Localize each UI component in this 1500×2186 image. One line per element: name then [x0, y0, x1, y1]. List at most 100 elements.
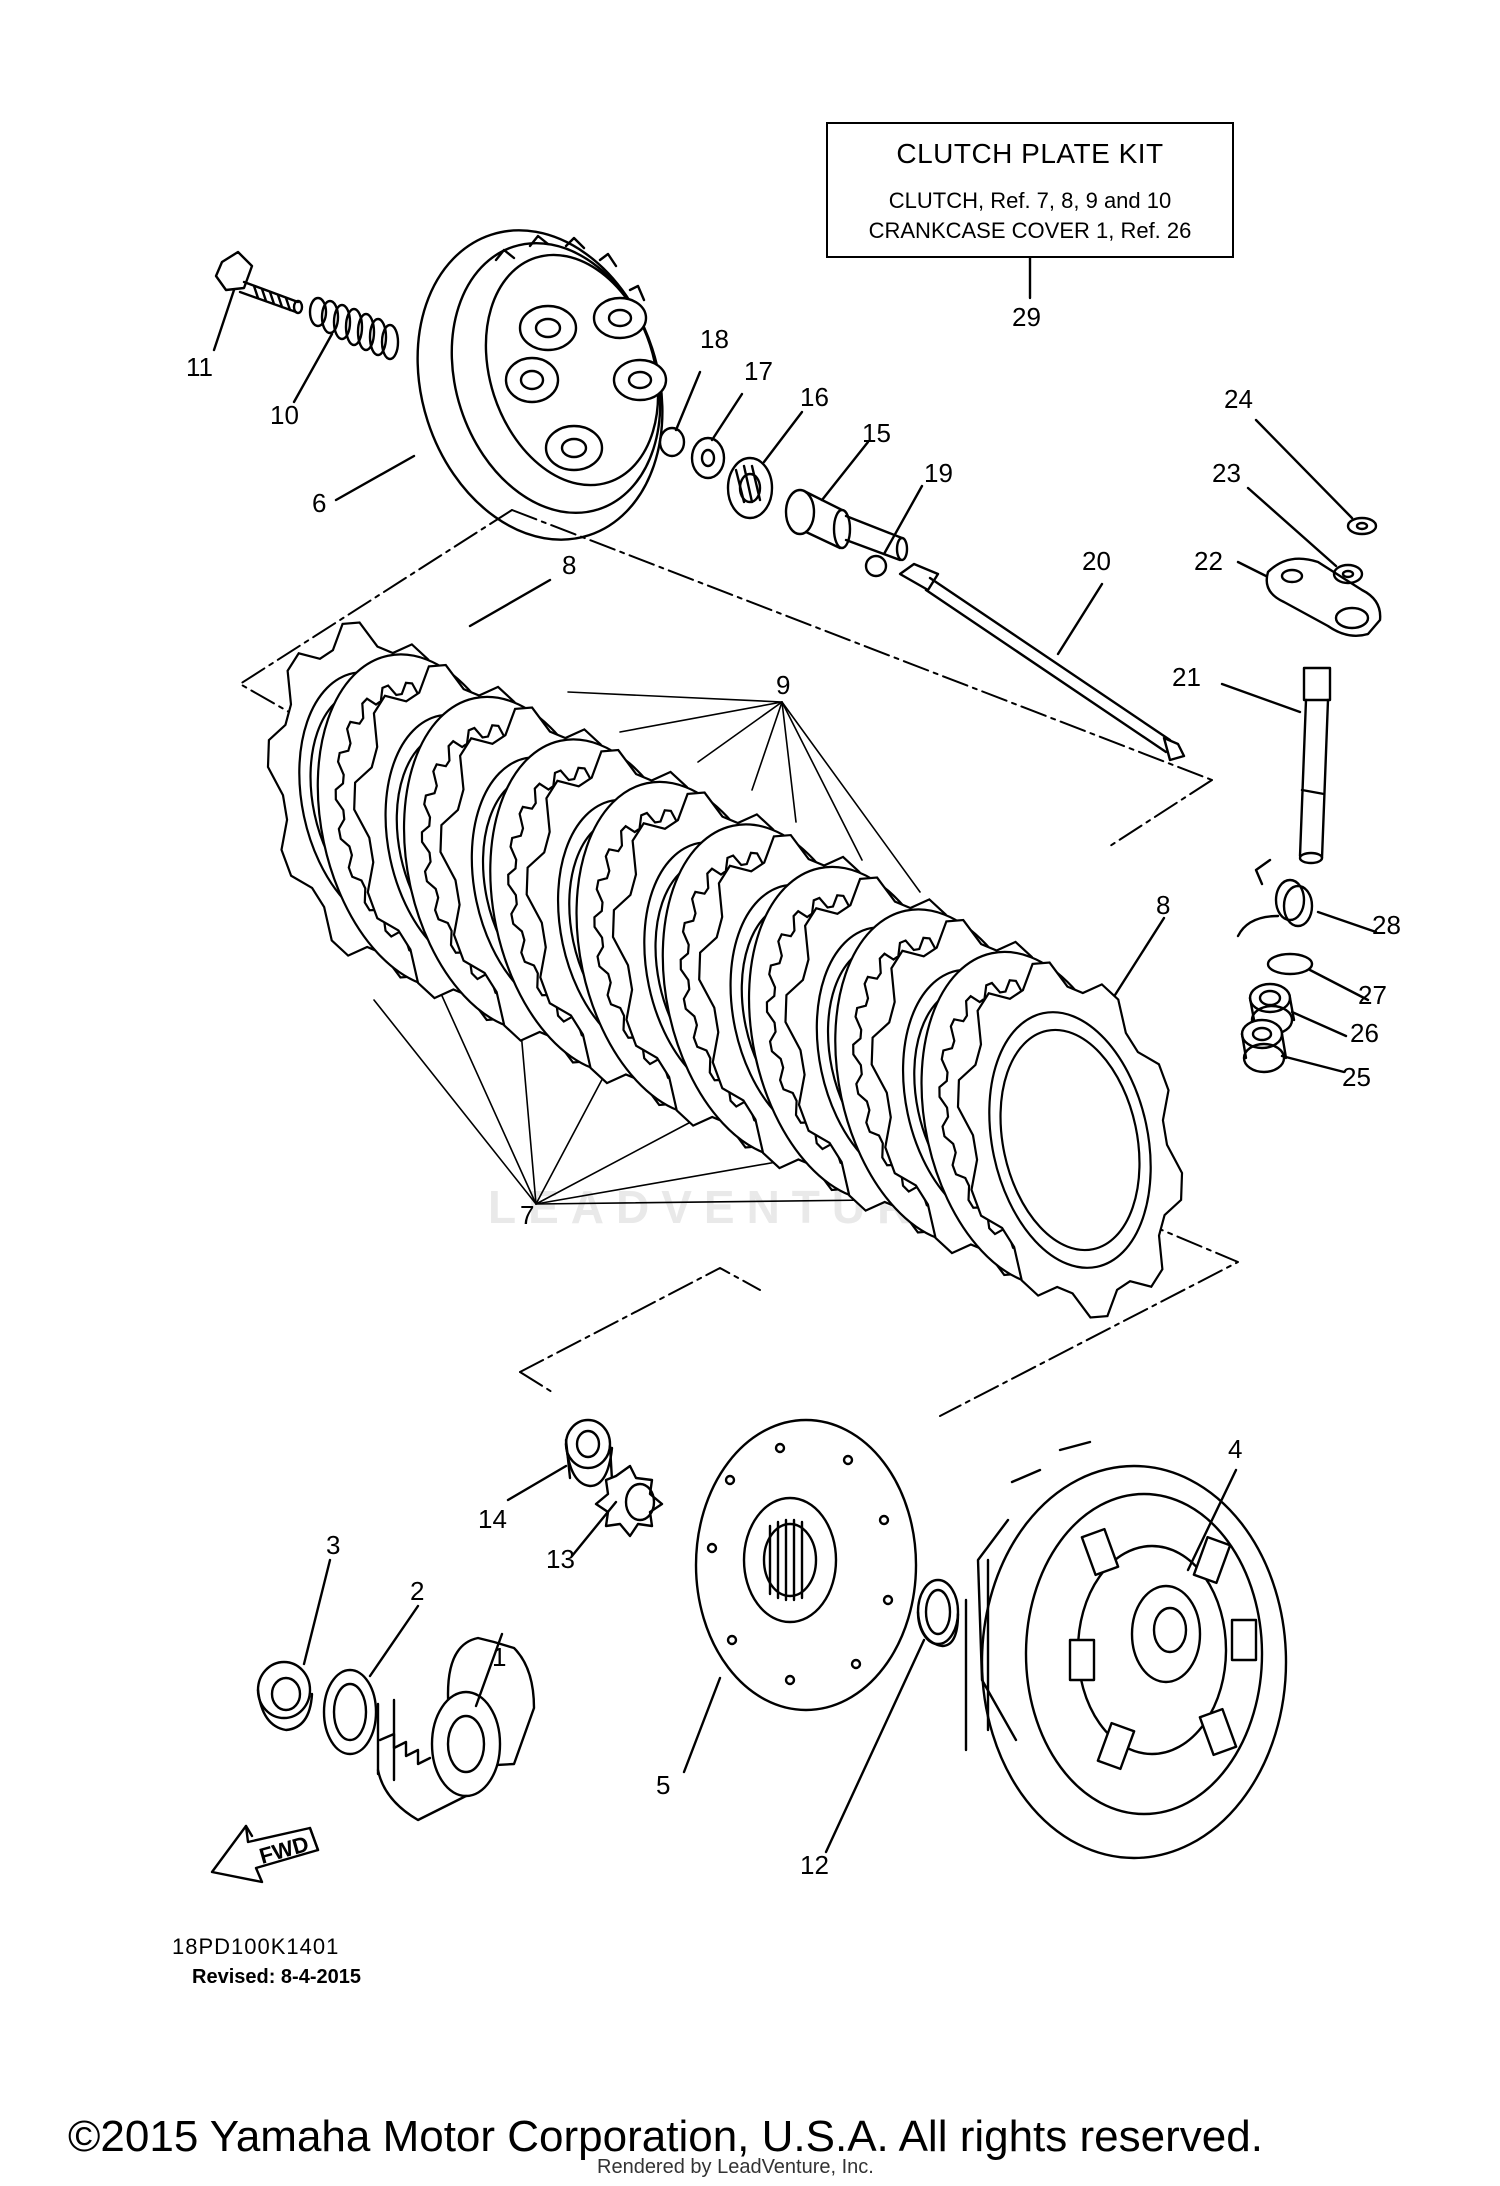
leader-15: [820, 440, 870, 502]
leader-25: [1280, 1054, 1346, 1074]
callout-12[interactable]: 12: [800, 1850, 829, 1880]
part-27-circlip: [1266, 952, 1314, 976]
callout-5[interactable]: 5: [656, 1770, 671, 1800]
friction-plate-hole-17: [999, 1028, 1141, 1252]
callout-17[interactable]: 17: [744, 356, 773, 386]
leader-8a: [468, 578, 552, 628]
callout-24[interactable]: 24: [1224, 384, 1253, 414]
callout-7[interactable]: 7: [520, 1200, 535, 1230]
plate-17: [956, 961, 1184, 1319]
leader-4: [1186, 1468, 1238, 1572]
leader-6: [334, 454, 416, 502]
callout-11[interactable]: 11: [186, 352, 213, 382]
callout-20[interactable]: 20: [1082, 546, 1111, 576]
part-19-ball: [864, 554, 888, 578]
revision-date: Revised: 8-4-2015: [192, 1966, 361, 1988]
callout-8-left[interactable]: 8: [562, 550, 577, 580]
leader-5: [682, 1676, 722, 1774]
part-3-nut: [256, 1660, 314, 1732]
clutch-plate-kit-box[interactable]: CLUTCH PLATE KIT CLUTCH, Ref. 7, 8, 9 an…: [826, 122, 1234, 258]
part-20-long-push-rod: [898, 562, 1186, 762]
callout-13[interactable]: 13: [546, 1544, 575, 1574]
fwd-arrow-icon: [210, 1824, 320, 1884]
part-17-washer: [690, 436, 726, 480]
part-18-circlip: [658, 426, 686, 458]
part-1-drive-gear: [376, 1636, 536, 1822]
callout-25[interactable]: 25: [1342, 1062, 1371, 1092]
part-15-push-rod: [784, 488, 909, 562]
part-10-spring: [308, 296, 400, 361]
part-28-spring: [1236, 858, 1314, 938]
part-22-lever: [1265, 557, 1382, 637]
leader-26: [1290, 1010, 1348, 1038]
part-23-washer: [1332, 563, 1364, 585]
callout-19[interactable]: 19: [924, 458, 953, 488]
callout-15[interactable]: 15: [862, 418, 891, 448]
leader-2: [368, 1604, 420, 1678]
rendered-by-credit: Rendered by LeadVenture, Inc.: [597, 2156, 874, 2178]
part-24-clip: [1346, 516, 1378, 536]
callout-18[interactable]: 18: [700, 324, 729, 354]
part-11-bolt: [214, 250, 304, 315]
leader-fan-7: [373, 955, 873, 1205]
part-4-clutch-housing: [964, 1440, 1288, 1860]
callout-23[interactable]: 23: [1212, 458, 1241, 488]
part-5-clutch-boss: [694, 1418, 918, 1712]
callout-2[interactable]: 2: [410, 1576, 425, 1606]
leader-8b: [1106, 916, 1166, 1008]
leader-14: [506, 1464, 568, 1502]
fwd-label: FWD: [256, 1831, 311, 1869]
callout-27[interactable]: 27: [1358, 980, 1387, 1010]
leader-12: [824, 1638, 926, 1854]
part-16-bearing: [726, 456, 774, 520]
callout-1[interactable]: 1: [492, 1642, 507, 1672]
callout-21[interactable]: 21: [1172, 662, 1201, 692]
leader-28: [1316, 910, 1378, 934]
callout-22[interactable]: 22: [1194, 546, 1223, 576]
kit-title: CLUTCH PLATE KIT: [896, 138, 1164, 169]
part-14-nut: [564, 1418, 614, 1488]
callout-26[interactable]: 26: [1350, 1018, 1379, 1048]
kit-line-clutch: CLUTCH, Ref. 7, 8, 9 and 10: [888, 188, 1172, 213]
assembly-line-upper: [239, 509, 513, 725]
leader-19: [882, 484, 924, 556]
leader-10: [292, 332, 334, 404]
clutch-plate-stack: [266, 621, 1184, 1319]
part-2-washer: [322, 1668, 378, 1756]
drawing-code: 18PD100K1401: [172, 1934, 340, 1959]
copyright-notice: ©2015 Yamaha Motor Corporation, U.S.A. A…: [68, 2112, 1263, 2161]
leader-23: [1246, 486, 1338, 568]
leader-18: [674, 370, 702, 432]
leader-13: [570, 1500, 618, 1558]
leader-fan-9: [567, 691, 921, 893]
leader-24: [1254, 418, 1354, 520]
part-6-pressure-plate: [416, 229, 668, 541]
part-12-thrust-washer: [916, 1578, 960, 1648]
part-21-shaft: [1298, 666, 1332, 865]
kit-line-crankcase: CRANKCASE COVER 1, Ref. 26: [868, 218, 1192, 243]
callout-6[interactable]: 6: [312, 488, 327, 518]
callout-8-right[interactable]: 8: [1156, 890, 1171, 920]
callout-16[interactable]: 16: [800, 382, 829, 412]
leader-3: [302, 1558, 332, 1666]
leader-16: [762, 410, 804, 464]
friction-plate-inner-17: [988, 1011, 1152, 1269]
callout-3[interactable]: 3: [326, 1530, 341, 1560]
part-25-bearing: [1240, 1018, 1288, 1074]
leader-17: [710, 392, 744, 442]
callout-29[interactable]: 29: [1012, 302, 1041, 332]
callout-10[interactable]: 10: [270, 400, 299, 430]
callout-14[interactable]: 14: [478, 1504, 507, 1534]
leader-20: [1056, 582, 1104, 656]
leader-27: [1308, 968, 1370, 1002]
callout-28[interactable]: 28: [1372, 910, 1401, 940]
leader-11: [212, 288, 236, 352]
leader-21: [1220, 682, 1302, 714]
leader-1: [474, 1632, 504, 1708]
leader-22: [1236, 560, 1268, 578]
part-13-lock-washer: [594, 1464, 664, 1538]
callout-4[interactable]: 4: [1228, 1434, 1243, 1464]
callout-9[interactable]: 9: [776, 670, 791, 700]
